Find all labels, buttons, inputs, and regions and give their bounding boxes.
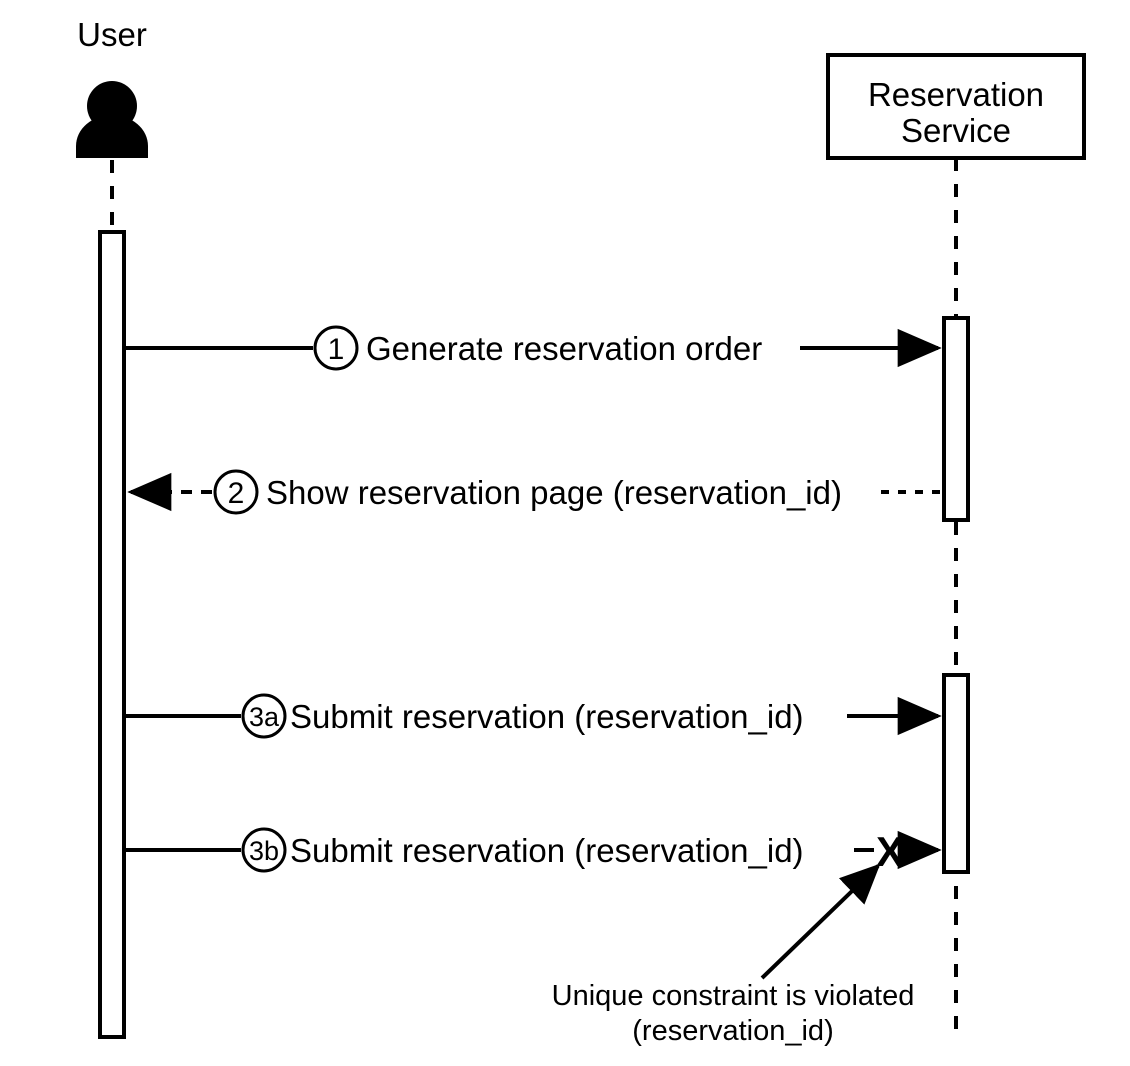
activation-bar-service-1 (942, 316, 970, 522)
message-3a-number-circle (241, 693, 287, 739)
annotation-leader-line (760, 863, 881, 980)
message-2-label: Show reservation page (reservation_id) (266, 474, 842, 511)
activation-bar-user (98, 230, 126, 1039)
message-3a[interactable]: 3a Submit reservation (reservation_id) (124, 693, 942, 739)
participant-label-line2: Service (901, 112, 1011, 149)
message-1[interactable]: 1 Generate reservation order (124, 325, 942, 371)
message-3a-label: Submit reservation (reservation_id) (290, 698, 804, 735)
message-1-label: Generate reservation order (366, 330, 762, 367)
participant-label-line1: Reservation (868, 76, 1044, 113)
error-x-marker: X (876, 828, 904, 875)
activation-bar-service-2 (942, 673, 970, 874)
actor-label-user: User (77, 16, 147, 53)
message-3b[interactable]: 3b Submit reservation (reservation_id) X (124, 827, 942, 875)
message-3b-number-circle (241, 827, 287, 873)
message-2[interactable]: 2 Show reservation page (reservation_id) (127, 469, 944, 515)
message-1-number: 1 (328, 333, 345, 366)
participant-user[interactable]: User (76, 16, 148, 158)
participant-reservation-service[interactable]: Reservation Service (826, 53, 1086, 160)
message-2-number-circle (213, 469, 259, 515)
annotation-unique-constraint: Unique constraint is violated (reservati… (552, 863, 915, 1047)
participant-box (826, 53, 1086, 160)
message-3a-number: 3a (249, 702, 280, 732)
message-3b-number: 3b (249, 836, 279, 866)
person-icon (76, 81, 148, 158)
annotation-line1: Unique constraint is violated (552, 980, 915, 1012)
message-2-number: 2 (228, 477, 245, 510)
message-3b-label: Submit reservation (reservation_id) (290, 832, 804, 869)
annotation-line2: (reservation_id) (632, 1015, 833, 1047)
message-1-number-circle (313, 325, 359, 371)
